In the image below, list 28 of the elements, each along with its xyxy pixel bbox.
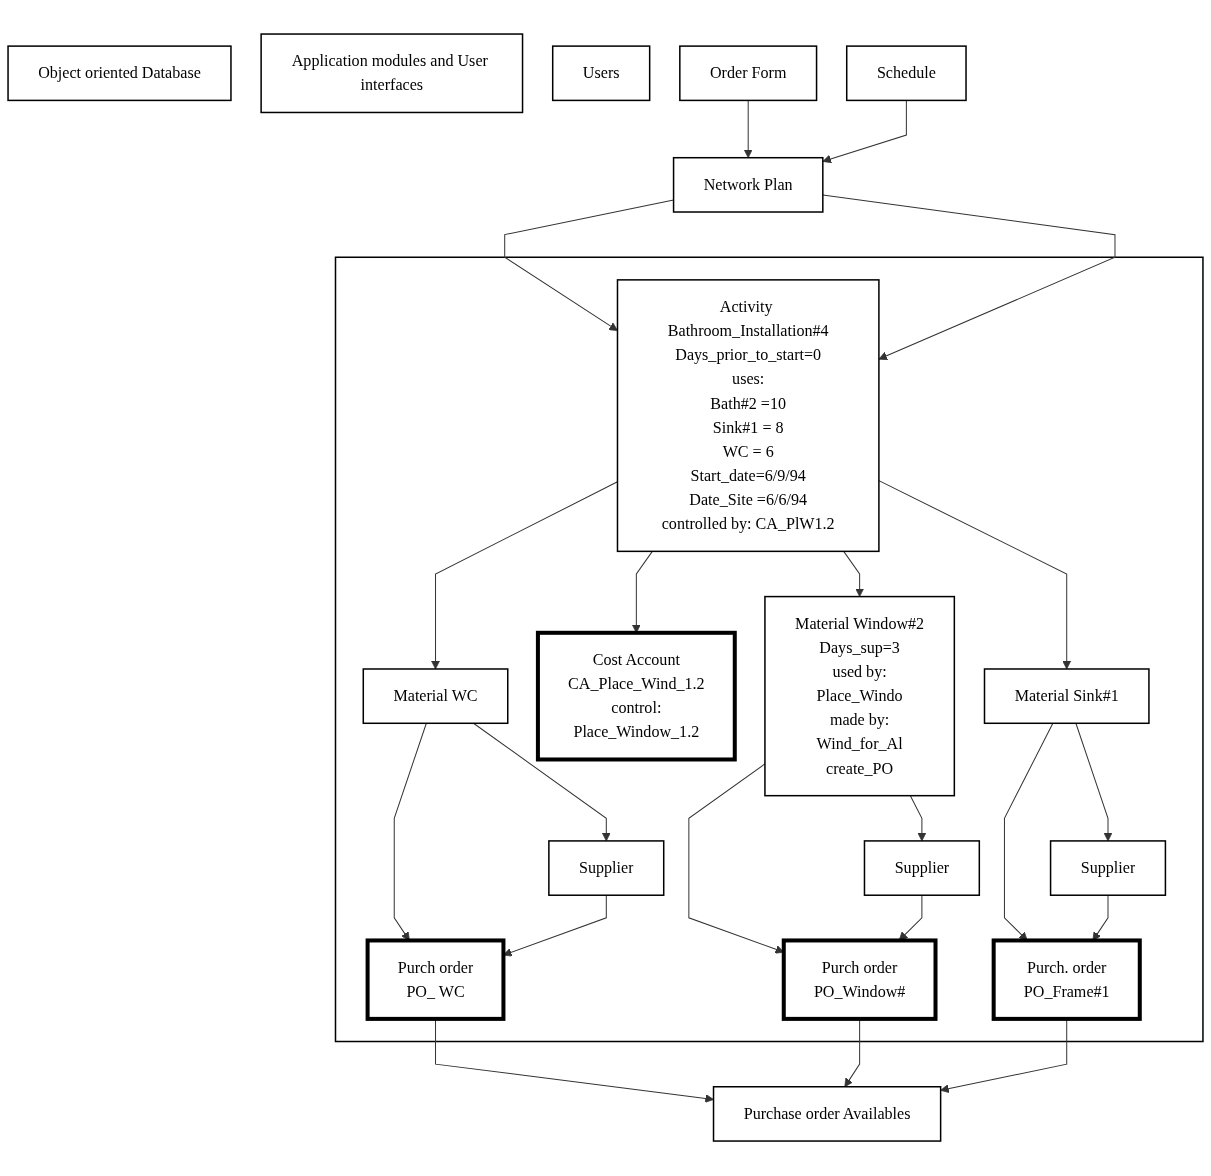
node-box: Supplier (548, 840, 665, 897)
node-box: Order Form (679, 45, 818, 102)
node-box: Purch. order PO_Frame#1 (991, 938, 1142, 1022)
node-box: Purch order PO_Window# (781, 938, 938, 1022)
node-box: Supplier (863, 840, 981, 897)
node-box: Application modules and User interfaces (260, 33, 524, 114)
node-box: Purchase order Availables (712, 1086, 942, 1143)
node-box: Supplier (1049, 840, 1167, 897)
arrow (822, 100, 907, 164)
node-box: Purch order PO_ WC (365, 938, 506, 1022)
node-box: Material WC (362, 668, 509, 725)
node-box: Material Sink#1 (983, 668, 1150, 725)
node-box: Users (551, 45, 651, 102)
arrow (472, 723, 611, 842)
arrow (431, 481, 618, 670)
cluster (334, 256, 1204, 1043)
node-box: Network Plan (672, 157, 824, 214)
node-box: Schedule (845, 45, 967, 102)
arrow (822, 194, 1116, 361)
arrow (878, 480, 1072, 670)
arrow (743, 100, 753, 159)
node-box: Object oriented Database (7, 45, 232, 102)
node-box: Cost Account CA_Place_Wind_1.2 control: Place_Window_1.2 (535, 631, 737, 762)
node-box: Material Window#2 Days_sup=3 used by: Place_Windo made by: Wind_for_Al create_PO (764, 596, 956, 797)
arrow (843, 551, 865, 598)
arrow (1075, 723, 1113, 842)
arrow (909, 795, 927, 842)
node-box: Activity Bathroom_Installation#4 Days_prior_to_start=0 uses: Bath#2 =10 Sink#1 = 8 WC = 6 Start_date=6/9/94 Date_Site =6/6/94 controlled by: CA_PlW1.2 (616, 279, 880, 553)
